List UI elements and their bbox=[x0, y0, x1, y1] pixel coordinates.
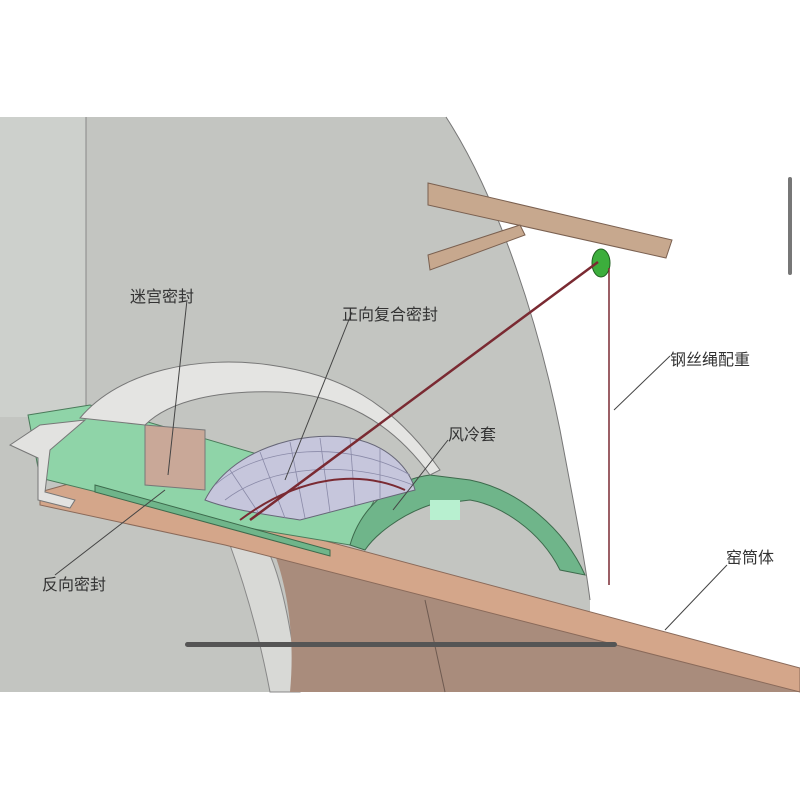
label-wire-rope-counterweight: 钢丝绳配重 bbox=[670, 350, 750, 369]
label-forward-composite-seal: 正向复合密封 bbox=[342, 305, 438, 324]
wire-rope-diagonal bbox=[249, 260, 599, 522]
support-beam bbox=[427, 182, 673, 259]
vertical-scrollbar[interactable] bbox=[788, 177, 792, 275]
kiln-ring bbox=[229, 544, 301, 693]
home-indicator-bar[interactable] bbox=[185, 642, 617, 647]
label-air-cooling-jacket: 风冷套 bbox=[448, 425, 496, 444]
label-labyrinth-seal: 迷宫密封 bbox=[130, 287, 194, 306]
wall-panel bbox=[0, 117, 86, 417]
label-reverse-seal: 反向密封 bbox=[42, 575, 106, 594]
label-kiln-shell: 窑筒体 bbox=[726, 548, 774, 567]
pulley-icon bbox=[591, 248, 611, 278]
labyrinth-seal-hood bbox=[79, 361, 441, 476]
